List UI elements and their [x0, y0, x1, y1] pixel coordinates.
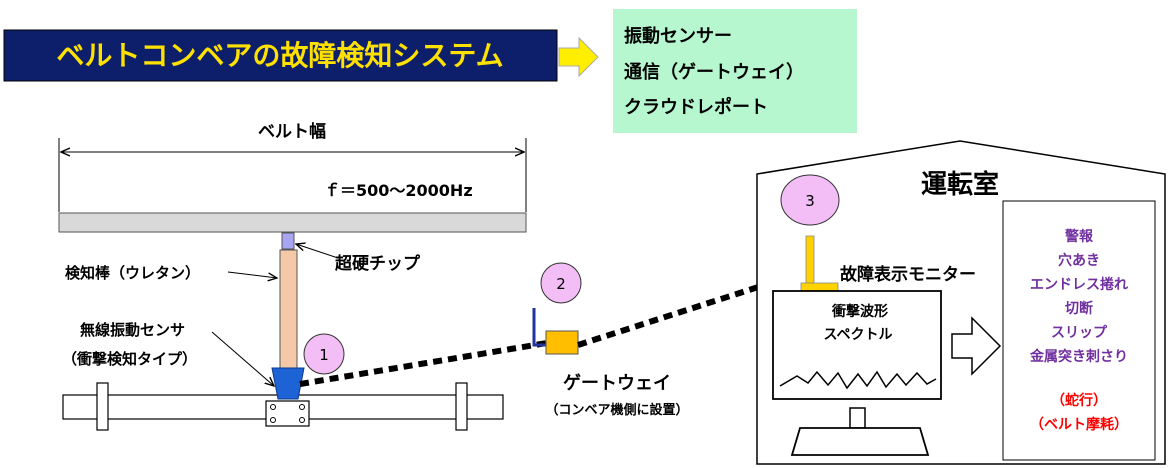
screen-label-line2: スペクトル: [823, 327, 892, 343]
system-item-sensor: 振動センサー: [624, 25, 732, 47]
alert-item: 切断: [1065, 300, 1093, 317]
tip-label: 超硬チップ: [335, 253, 421, 274]
rod-leader-line: [227, 271, 277, 278]
wireless-sensor: [271, 367, 305, 400]
carbide-tip: [281, 232, 295, 250]
alert-item: スリップ: [1051, 325, 1108, 341]
title-banner: [3, 29, 558, 82]
secondary-alert-item: （蛇行）: [1051, 392, 1107, 409]
sensor-label-line1: 無線振動センサ: [80, 321, 185, 339]
wireless-link-sensor-gateway: [299, 340, 548, 387]
roller-bearing-left: [96, 382, 109, 431]
signal-tower-pole: [805, 235, 815, 284]
alert-item: 金属突き刺さり: [1029, 348, 1128, 365]
alert-item: 警報: [1065, 228, 1094, 245]
monitor-stand: [790, 427, 930, 456]
sensor-label-line2: （衝撃検知タイプ）: [62, 350, 197, 368]
gateway-antenna: [532, 308, 546, 347]
secondary-alert-item: （ベルト摩耗）: [1030, 416, 1128, 433]
bracket-bolt: [270, 404, 276, 410]
belt: [58, 212, 527, 233]
monitor-neck: [849, 407, 866, 429]
frequency-label: ｆ＝500～2000Hz: [324, 181, 473, 200]
marker-3: [780, 174, 840, 226]
impact-waveform: [779, 370, 937, 390]
alert-item: 穴あき: [1058, 252, 1100, 269]
marker-2: [540, 262, 582, 304]
title-text: ベルトコンベアの故障検知システム: [56, 39, 503, 72]
alerts-panel: [1002, 200, 1156, 461]
system-box: [613, 9, 857, 133]
bracket-bolt: [270, 417, 276, 423]
bracket-bolt: [299, 404, 305, 410]
marker-3-label: 3: [805, 192, 815, 210]
fault-monitor: [772, 290, 942, 400]
output-arrow: [951, 316, 1002, 376]
alert-item: エンドレス捲れ: [1030, 276, 1128, 293]
monitor-label: 故障表示モニター: [840, 264, 976, 285]
bracket-bolt: [299, 417, 305, 423]
control-room-label: 運転室: [921, 169, 999, 200]
gateway-label: ゲートウェイ: [563, 372, 671, 394]
signal-tower-base: [800, 282, 839, 292]
marker-2-label: 2: [556, 275, 566, 293]
sensor-leader-line: [211, 331, 274, 386]
rod-label: 検知棒（ウレタン）: [65, 264, 200, 282]
system-item-gateway: 通信（ゲートウェイ）: [624, 61, 804, 83]
system-item-cloud: クラウドレポート: [624, 96, 768, 118]
belt-width-label: ベルト幅: [258, 121, 326, 142]
title-arrow: [558, 36, 599, 78]
gateway-note: （コンベア機側に設置）: [545, 402, 688, 418]
gateway-device: [545, 330, 579, 355]
marker-1: [303, 333, 345, 375]
tip-leader-line: [296, 244, 339, 259]
detection-rod: [279, 249, 298, 369]
roller-bearing-right: [455, 382, 468, 431]
marker-1-label: 1: [319, 346, 329, 364]
screen-label-line1: 衝撃波形: [831, 303, 888, 320]
